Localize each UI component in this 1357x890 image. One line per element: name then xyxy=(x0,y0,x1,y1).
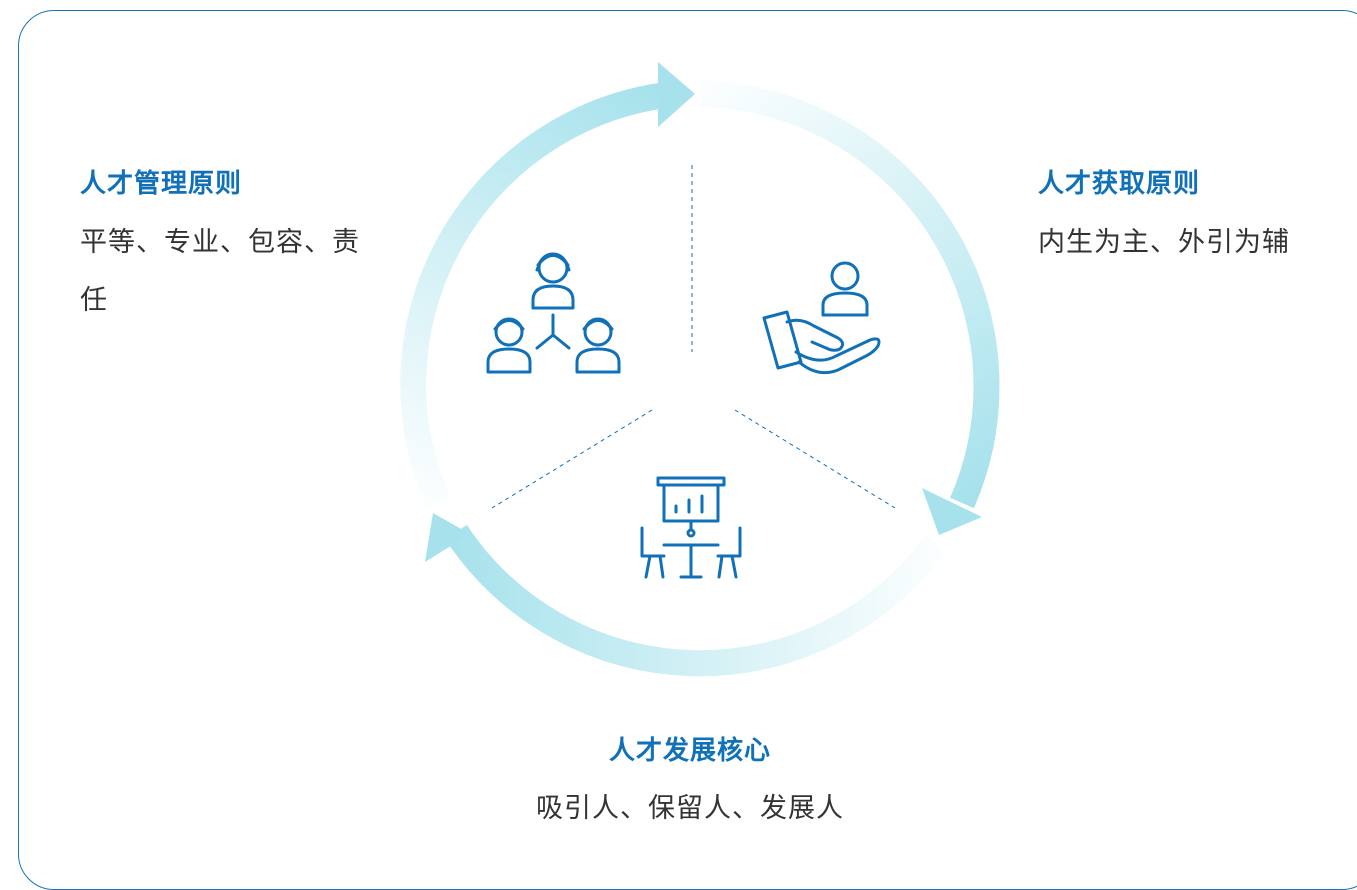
cycle-arrow-arc-bottom xyxy=(445,524,947,677)
development-core-text: 吸引人、保留人、发展人 xyxy=(536,793,844,824)
cycle-arrow-arc-left xyxy=(400,82,668,508)
meeting-presentation-icon xyxy=(640,476,742,579)
management-principle-text: 平等、专业、包容、责任 xyxy=(80,227,360,316)
cycle-diagram xyxy=(400,62,1000,677)
team-network-icon xyxy=(486,252,621,374)
acquisition-principle-text: 内生为主、外引为辅 xyxy=(1038,227,1290,258)
hand-holding-person-icon xyxy=(762,261,881,375)
cycle-arrowhead-right xyxy=(922,488,982,535)
divider-lines xyxy=(491,165,896,509)
development-core-title: 人才发展核心 xyxy=(608,736,771,766)
diagram-frame xyxy=(18,10,1357,890)
cycle-arrowhead-left xyxy=(425,513,470,562)
acquisition-principle-title: 人才获取原则 xyxy=(1038,169,1201,199)
cycle-arrow-arc-right xyxy=(699,81,1000,509)
management-principle-title: 人才管理原则 xyxy=(80,169,243,199)
cycle-arrowhead-top xyxy=(658,62,695,127)
